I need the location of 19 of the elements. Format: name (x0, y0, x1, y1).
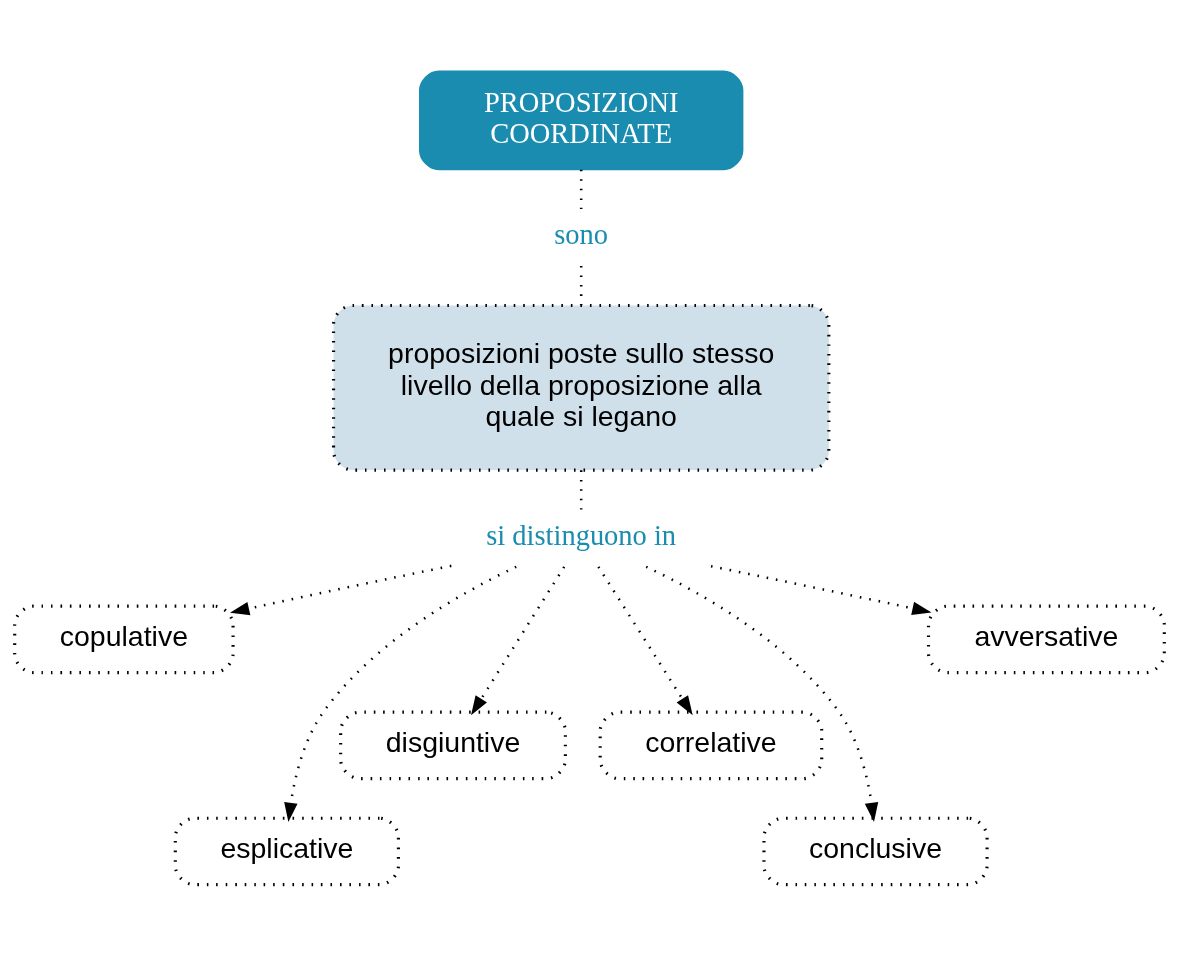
node-box: copulative (13, 604, 235, 675)
node-text: si distinguono in (486, 520, 677, 552)
connector (579, 470, 583, 510)
node-box: conclusive (762, 816, 989, 887)
node-box: esplicative (173, 816, 400, 887)
arrow (597, 566, 693, 716)
node-box: correlative (598, 710, 824, 781)
arrow (710, 564, 932, 615)
node-box: avversative (926, 604, 1166, 675)
arrow (284, 565, 517, 822)
arrow (645, 565, 879, 822)
arrow (471, 566, 566, 716)
arrow (230, 564, 452, 616)
node-box: disgiuntive (339, 710, 567, 781)
connector (579, 266, 583, 306)
node-text: sono (554, 219, 609, 251)
connector (579, 169, 583, 209)
node-box: proposizioni poste sullo stesso livello della proposizione alla quale si legano (331, 303, 831, 472)
node-box: PROPOSIZIONI COORDINATE (419, 70, 744, 171)
